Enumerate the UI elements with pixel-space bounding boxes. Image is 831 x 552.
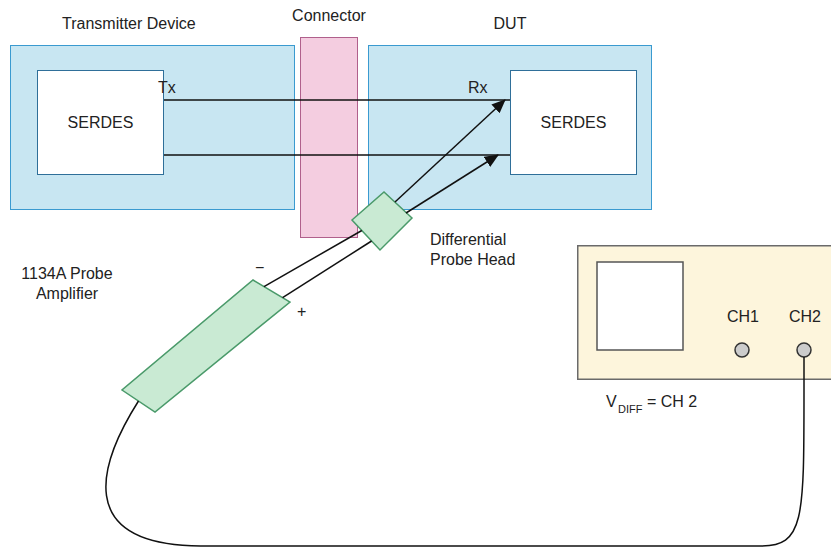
probe-amplifier-shape [120,278,292,414]
polarity-sign: − [255,258,264,278]
signal-name: Rx [468,78,488,98]
channel-label: CH2 [789,307,821,327]
probe-amplifier: 1134A Probe Amplifier [120,278,292,414]
formula-subscript: DIFF [618,403,642,417]
oscilloscope: CH1 CH2 [577,245,831,380]
amplifier-outline [122,280,290,412]
serdes-box: SERDES [37,70,164,175]
probe-head-shape [352,192,412,250]
formula-text: = CH 2 [647,392,697,412]
probe-head-outline [352,192,412,250]
device-box-fill [10,45,295,210]
block-name: SERDES [510,113,637,133]
connector-title: Connector [292,6,366,26]
device-title: DUT [494,14,527,34]
scope-screen [597,262,683,350]
connector-bar: Connector [300,37,358,238]
channel-input [735,343,749,357]
wire [283,241,372,298]
scope-body [578,246,831,380]
device-title: Transmitter Device [62,14,196,34]
probe-head: Differential Probe Head [352,192,412,250]
connector-bar-fill [300,37,358,238]
probe-head-label: Differential Probe Head [430,230,530,270]
dut-box: DUTSERDES [368,45,652,210]
channel-input [797,343,811,357]
wire [264,231,362,287]
channel-label: CH1 [727,307,759,327]
polarity-sign: + [297,302,306,322]
formula-text: V [606,392,617,412]
dut-box-fill [368,45,652,210]
wire [106,380,804,546]
device-box: Transmitter DeviceSERDES [10,45,295,210]
signal-name: Tx [158,78,176,98]
amplifier-label: 1134A Probe Amplifier [4,264,130,304]
block-name: SERDES [37,113,164,133]
serdes-box: SERDES [510,70,637,175]
